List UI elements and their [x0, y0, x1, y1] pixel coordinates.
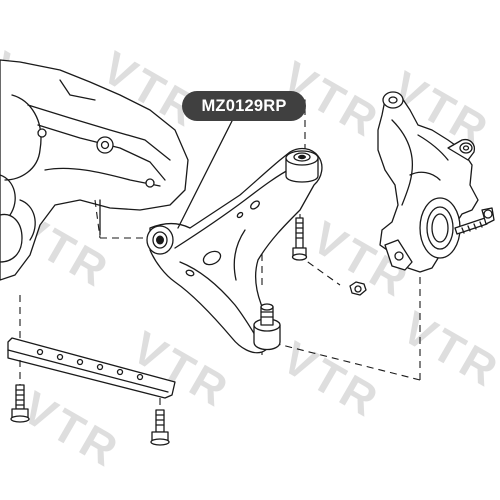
plate-bolt-right	[150, 409, 170, 446]
steering-knuckle	[377, 91, 495, 273]
vertical-bolt	[291, 217, 308, 261]
plate-bolt-left	[10, 384, 30, 423]
subframe	[0, 59, 189, 281]
lower-control-arm	[146, 147, 323, 354]
ball-joint-nut	[349, 281, 367, 296]
label-leader-line	[177, 120, 233, 229]
reinforcement-plate	[7, 337, 176, 410]
part-number-label: MZ0129RP	[182, 91, 306, 121]
